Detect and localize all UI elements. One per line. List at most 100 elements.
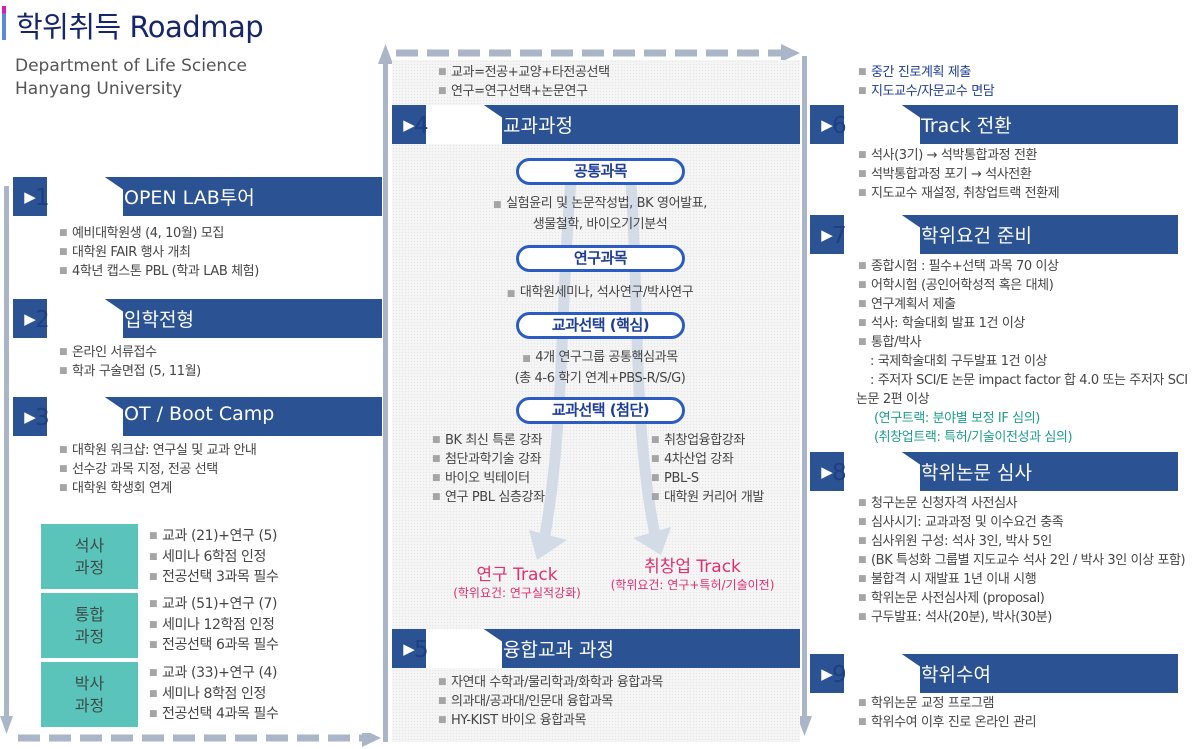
bullet-icon: ■ bbox=[438, 715, 447, 725]
bullet-icon: ■ bbox=[149, 668, 158, 678]
list-item-text: 심사위원 구성: 석사 3인, 박사 5인 bbox=[871, 534, 1052, 549]
list-item-text: 대학원 학생회 연계 bbox=[72, 481, 172, 496]
list-item: ■교과 (33)+연구 (4) bbox=[147, 663, 278, 684]
advanced-electives-left-list: ■BK 최신 특론 강좌■첨단과학기술 강좌■바이오 빅테이터■연구 PBL 심… bbox=[430, 431, 545, 507]
step-title: 학위수여 bbox=[921, 664, 991, 686]
step-title: OT / Boot Camp bbox=[124, 403, 275, 425]
list-item: (취창업트랙: 특허/기술이전성과 심의) bbox=[856, 428, 1196, 447]
bullet-icon: ■ bbox=[432, 435, 441, 445]
list-item-text: 전공선택 4과목 필수 bbox=[162, 706, 279, 722]
list-item-text: 취창업융합강좌 bbox=[664, 433, 745, 448]
step-number: 7 bbox=[832, 223, 847, 249]
bullet-icon: ■ bbox=[858, 318, 867, 328]
list-item-text: 지도교수 재설정, 취창업트랙 전환제 bbox=[871, 186, 1060, 201]
list-item: ■대학원 워크샵: 연구실 및 교과 안내 bbox=[57, 441, 257, 460]
title-accent-bar bbox=[2, 6, 6, 40]
play-icon: ▶ bbox=[821, 462, 833, 481]
list-item-text: 학위수여 이후 진로 온라인 관리 bbox=[871, 715, 1037, 730]
bullet-icon: ■ bbox=[858, 188, 867, 198]
list-item-text: 석사(3기) → 석박통합과정 전환 bbox=[871, 148, 1038, 163]
play-icon: ▶ bbox=[403, 639, 415, 658]
list-item: ■대학원 학생회 연계 bbox=[57, 479, 256, 498]
bullet-icon: ■ bbox=[858, 498, 867, 508]
list-item: ■교과 (21)+연구 (5) bbox=[147, 526, 278, 547]
list-item-text: : 주저자 SCI/E 논문 impact factor 합 4.0 또는 주저… bbox=[856, 373, 1188, 407]
list-item: ■예비대학원생 (4, 10월) 모집 bbox=[57, 224, 259, 243]
play-icon: ▶ bbox=[821, 225, 833, 244]
list-item: ■PBL-S bbox=[649, 469, 764, 488]
step-1-list: ■예비대학원생 (4, 10월) 모집 ■ 대학원 FAIR 행사 개최 ■4학년 캡… bbox=[57, 224, 259, 281]
core-electives-pill: 교과선택 (핵심) bbox=[516, 312, 685, 339]
bullet-icon: ■ bbox=[149, 599, 158, 609]
step-number: 5 bbox=[414, 637, 429, 663]
list-item-text: 불합격 시 재발표 1년 이내 시행 bbox=[871, 572, 1037, 587]
list-item-text: (연구트랙: 분야별 보정 IF 심의) bbox=[874, 411, 1040, 426]
list-item: ■ 학위논문 사전심사제 (proposal) bbox=[856, 589, 1198, 608]
bullet-icon: ■ bbox=[858, 150, 867, 160]
list-item-text: 학위논문 사전심사제 (proposal) bbox=[871, 591, 1045, 606]
center-up-line bbox=[383, 62, 388, 742]
list-item-text: 연구계획서 제출 bbox=[871, 297, 956, 312]
list-item: ■ 의과대/공과대/인문대 융합과목 bbox=[436, 692, 663, 711]
bullet-icon: ■ bbox=[858, 280, 867, 290]
step-number: 1 bbox=[35, 185, 50, 211]
bullet-icon: ■ bbox=[438, 677, 447, 687]
step-6-list: ■석사(3기) → 석박통합과정 전환■석박통합과정 포기 → 석사전환■지도교… bbox=[856, 146, 1060, 203]
list-item-text: 의과대/공과대/인문대 융합과목 bbox=[451, 694, 613, 709]
list-item: ■심사위원 구성: 석사 3인, 박사 5인 bbox=[856, 532, 1198, 551]
department-name: Department of Life Science bbox=[15, 56, 248, 76]
list-item: ■청구논문 신청자격 사전심사 bbox=[856, 494, 1198, 513]
left-down-arrowhead bbox=[0, 716, 13, 734]
list-item-text: (취창업트랙: 특허/기술이전성과 심의) bbox=[874, 430, 1073, 445]
bullet-icon: ■ bbox=[438, 696, 447, 706]
bullet-icon: ■ bbox=[59, 266, 68, 276]
list-item-text: 석박통합과정 포기 → 석사전환 bbox=[871, 167, 1032, 182]
list-item: ■전공선택 6과목 필수 bbox=[147, 635, 279, 656]
bullet-icon: ■ bbox=[59, 347, 68, 357]
career-notes: ■중간 진로계획 제출■지도교수/자문교수 면담 bbox=[856, 63, 995, 101]
bullet-icon: ■ bbox=[149, 688, 158, 699]
career-track-curve bbox=[624, 169, 661, 537]
left-down-line bbox=[4, 186, 9, 718]
list-item: ■세미나 8학점 인정 bbox=[147, 684, 278, 705]
research-track: 연구 Track(학위요건: 연구실적강화) bbox=[453, 565, 581, 600]
list-item: ■학과 구술면접 (5, 11월) bbox=[57, 362, 201, 381]
list-item: ■연구 PBL 심층강좌 bbox=[430, 488, 545, 507]
list-item: : 국제학술대회 구두발표 1건 이상 bbox=[856, 352, 1196, 371]
step-title: OPEN LAB투어 bbox=[124, 187, 255, 209]
step-8-list: ■청구논문 신청자격 사전심사■심사시기: 교과과정 및 이수요건 충족■심사위… bbox=[856, 494, 1198, 627]
university-name: Hanyang University bbox=[15, 79, 183, 99]
list-item: ■중간 진로계획 제출 bbox=[856, 63, 994, 82]
step-number: 6 bbox=[832, 113, 847, 139]
bullet-icon: ■ bbox=[432, 492, 441, 502]
degree-masters-label: 석사 과정 bbox=[41, 524, 138, 589]
bullet-icon: ■ bbox=[858, 717, 867, 727]
list-item: ■4학년 캡스톤 PBL (학과 LAB 체험) bbox=[57, 262, 259, 281]
list-item-text: 학과 구술면접 (5, 11월) bbox=[72, 364, 201, 379]
step-number: 3 bbox=[35, 405, 50, 431]
research-track-arrowhead bbox=[529, 530, 567, 560]
list-item: ■어학시험 (공인어학성적 혹은 대체) bbox=[856, 276, 1196, 295]
list-item-text: HY-KIST 바이오 융합과목 bbox=[451, 713, 587, 728]
play-icon: ▶ bbox=[821, 664, 833, 683]
list-item: ■취창업융합강좌 bbox=[649, 431, 764, 450]
research-track-curve bbox=[539, 169, 578, 536]
bullet-icon: ■ bbox=[858, 261, 867, 271]
list-item-text: 구두발표: 석사(20분), 박사(30분) bbox=[871, 610, 1052, 625]
bullet-icon: ■ bbox=[149, 640, 158, 650]
list-item-text: 종합시험 : 필수+선택 과목 70 이상 bbox=[871, 259, 1059, 274]
bullet-icon: ■ bbox=[432, 454, 441, 464]
bullet-icon: ■ bbox=[858, 593, 867, 603]
list-item-text: 대학원 FAIR 행사 개최 bbox=[72, 245, 191, 260]
list-item: ■세미나 12학점 인정 bbox=[147, 615, 278, 636]
bullet-icon: ■ bbox=[858, 299, 867, 309]
bullet-icon: ■ bbox=[858, 612, 867, 622]
list-item-text: 학위논문 교정 프로그램 bbox=[871, 696, 995, 711]
right-down-line bbox=[802, 56, 807, 718]
